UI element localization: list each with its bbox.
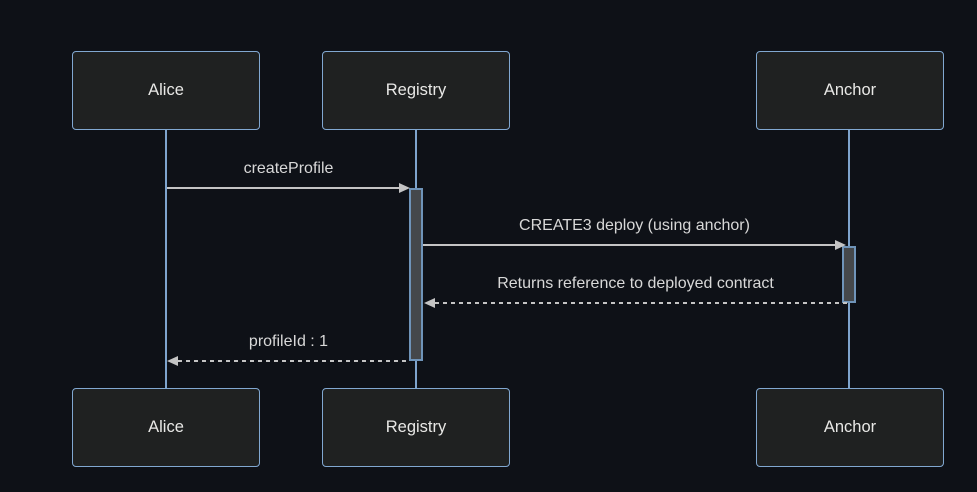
- actor-box-alice-top: Alice: [72, 51, 260, 130]
- message-label-create3-deploy: CREATE3 deploy (using anchor): [519, 217, 750, 234]
- actor-label-alice-top: Alice: [148, 81, 184, 99]
- actor-label-registry-bottom: Registry: [385, 418, 447, 436]
- arrowhead-left-icon: [424, 298, 435, 308]
- actor-box-registry-bottom: Registry: [322, 388, 510, 467]
- message-line-returns-reference: [435, 302, 847, 304]
- message-label-profileid: profileId : 1: [248, 333, 329, 350]
- arrowhead-left-icon: [167, 356, 178, 366]
- actor-label-registry-top: Registry: [385, 81, 447, 99]
- activation-bar-anchor: [842, 246, 856, 303]
- message-line-profileid: [178, 360, 409, 362]
- message-line-create3-deploy: [423, 244, 835, 246]
- actor-label-anchor-top: Anchor: [823, 81, 877, 99]
- actor-label-alice-bottom: Alice: [148, 418, 184, 436]
- message-label-createprofile: createProfile: [243, 160, 334, 177]
- actor-box-registry-top: Registry: [322, 51, 510, 130]
- message-line-createprofile: [167, 187, 400, 189]
- lifeline-alice: [165, 130, 167, 388]
- message-label-returns-reference: Returns reference to deployed contract: [497, 275, 774, 292]
- arrowhead-right-icon: [399, 183, 410, 193]
- actor-label-anchor-bottom: Anchor: [823, 418, 877, 436]
- actor-box-anchor-top: Anchor: [756, 51, 944, 130]
- actor-box-anchor-bottom: Anchor: [756, 388, 944, 467]
- actor-box-alice-bottom: Alice: [72, 388, 260, 467]
- activation-bar-registry: [409, 188, 423, 361]
- arrowhead-right-icon: [835, 240, 846, 250]
